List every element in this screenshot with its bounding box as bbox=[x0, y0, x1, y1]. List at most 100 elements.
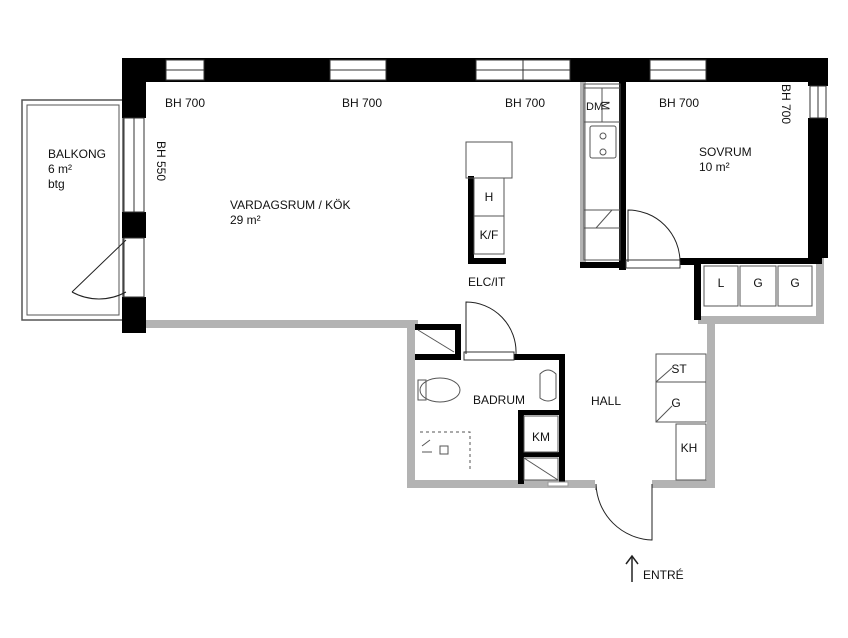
windows bbox=[123, 59, 827, 361]
closet-linen bbox=[703, 265, 739, 307]
balcony-railing bbox=[26, 104, 120, 316]
bedroom-west-wall bbox=[619, 82, 626, 270]
km-shaft-box bbox=[523, 457, 559, 481]
kitchen-back-wall bbox=[580, 82, 586, 264]
north-wall bbox=[122, 58, 828, 82]
bathroom-west-wall bbox=[407, 324, 415, 488]
km-bottom-wall bbox=[518, 452, 562, 457]
island-top bbox=[465, 141, 513, 179]
closet-north-wall bbox=[694, 258, 822, 264]
window-label-1: BH 700 bbox=[165, 96, 206, 110]
bathroom-name: BADRUM bbox=[473, 393, 526, 407]
bedroom-south-wall bbox=[680, 258, 698, 265]
hall-east-wall bbox=[707, 324, 715, 488]
living-room-area: 29 m² bbox=[230, 213, 261, 227]
closet-wardrobe-1 bbox=[739, 265, 777, 307]
hall-closet-doors bbox=[655, 367, 673, 423]
balcony-name: BALKONG bbox=[48, 147, 107, 161]
bathroom-north-wall-west bbox=[415, 354, 461, 360]
entrance-door-swing bbox=[595, 483, 653, 541]
toilet-bowl bbox=[419, 377, 461, 403]
bedroom-name: SOVRUM bbox=[699, 145, 752, 159]
south-wall-west bbox=[407, 480, 595, 488]
kitchen-sink bbox=[589, 125, 617, 159]
wardrobe-2-label: G bbox=[790, 276, 800, 290]
window-label-4: BH 700 bbox=[659, 96, 700, 110]
washing-machine-label: KM bbox=[532, 430, 550, 444]
west-wall-lower bbox=[122, 297, 146, 333]
east-wall-lower bbox=[816, 258, 824, 324]
sink-drain bbox=[599, 132, 607, 140]
partition-walls bbox=[128, 82, 824, 488]
hob-label: H bbox=[484, 190, 494, 204]
wardrobe-1-label: G bbox=[753, 276, 763, 290]
bathroom-north-wall-east bbox=[512, 354, 564, 360]
shower-head bbox=[421, 439, 432, 453]
closets bbox=[655, 265, 813, 481]
hall-name: HALL bbox=[591, 394, 622, 408]
threshold bbox=[547, 481, 569, 487]
washing-machine-box bbox=[523, 415, 559, 453]
kitchen-fixtures bbox=[465, 83, 621, 261]
window-label-3: BH 700 bbox=[505, 96, 546, 110]
floor-drain bbox=[439, 445, 449, 455]
window-label-5: BH 700 bbox=[779, 84, 793, 125]
balcony-area: 6 m² bbox=[48, 162, 72, 176]
balcony-note: btg bbox=[48, 177, 65, 191]
linen-closet-label: L bbox=[717, 276, 725, 290]
bedroom-door-swing bbox=[627, 209, 681, 263]
bathroom-east-wall bbox=[559, 354, 565, 484]
arrow-up-icon bbox=[625, 554, 639, 582]
bath-door-frame bbox=[463, 351, 515, 361]
shaft-top bbox=[415, 324, 461, 330]
toilet-tank bbox=[417, 379, 427, 401]
east-wall bbox=[808, 118, 828, 258]
km-shaft-diagonal bbox=[523, 457, 559, 481]
bedroom-area: 10 m² bbox=[699, 160, 730, 174]
closet-west-wall bbox=[694, 258, 701, 320]
balcony bbox=[21, 99, 124, 321]
balcony-outline bbox=[21, 99, 124, 321]
island-wall bbox=[468, 176, 474, 264]
km-top-wall bbox=[518, 410, 562, 415]
hall-wardrobe-label: G bbox=[671, 396, 681, 410]
window-label-2: BH 700 bbox=[342, 96, 383, 110]
balcony-door-swing bbox=[71, 239, 127, 300]
fridge-box bbox=[473, 215, 505, 255]
living-south-wall bbox=[128, 320, 418, 328]
hall-wardrobe bbox=[655, 381, 707, 423]
shaft-east bbox=[455, 324, 461, 360]
coat-cabinet bbox=[675, 423, 707, 481]
entrance-label: ENTRÉ bbox=[643, 568, 684, 582]
shower-area bbox=[420, 431, 471, 470]
west-wall-mid bbox=[122, 212, 146, 238]
fridge-label: K/F bbox=[479, 228, 499, 242]
balcony-door-frame bbox=[123, 237, 145, 298]
microwave-label: M bbox=[599, 101, 611, 111]
kitchen-counter bbox=[583, 83, 621, 261]
bathroom-door-swing bbox=[465, 301, 517, 355]
coat-cabinet-label: KH bbox=[680, 441, 698, 455]
kitchen-south-wall bbox=[580, 262, 626, 268]
window-label-balcony: BH 550 bbox=[154, 141, 168, 182]
bedroom-door-frame bbox=[625, 259, 681, 269]
doors bbox=[71, 209, 681, 541]
living-room-name: VARDAGSRUM / KÖK bbox=[230, 198, 351, 212]
bathroom-fixtures bbox=[417, 329, 559, 481]
km-west-wall bbox=[518, 410, 524, 484]
sink-drain-2 bbox=[599, 148, 607, 156]
shaft-diagonal bbox=[417, 329, 455, 353]
south-wall-east bbox=[652, 480, 714, 488]
stove-hatch bbox=[584, 209, 620, 229]
east-wall-top bbox=[808, 58, 828, 86]
island-bottom bbox=[468, 258, 506, 264]
closet-wardrobe-2 bbox=[777, 265, 813, 307]
elc-it-label: ELC/IT bbox=[468, 275, 506, 289]
structural-walls bbox=[122, 58, 828, 484]
west-wall-upper bbox=[122, 58, 146, 118]
shelf-label: ST bbox=[671, 362, 687, 376]
washbasin bbox=[539, 369, 557, 402]
dishwasher-label: DM bbox=[586, 101, 604, 113]
closet-south-wall bbox=[698, 316, 822, 324]
